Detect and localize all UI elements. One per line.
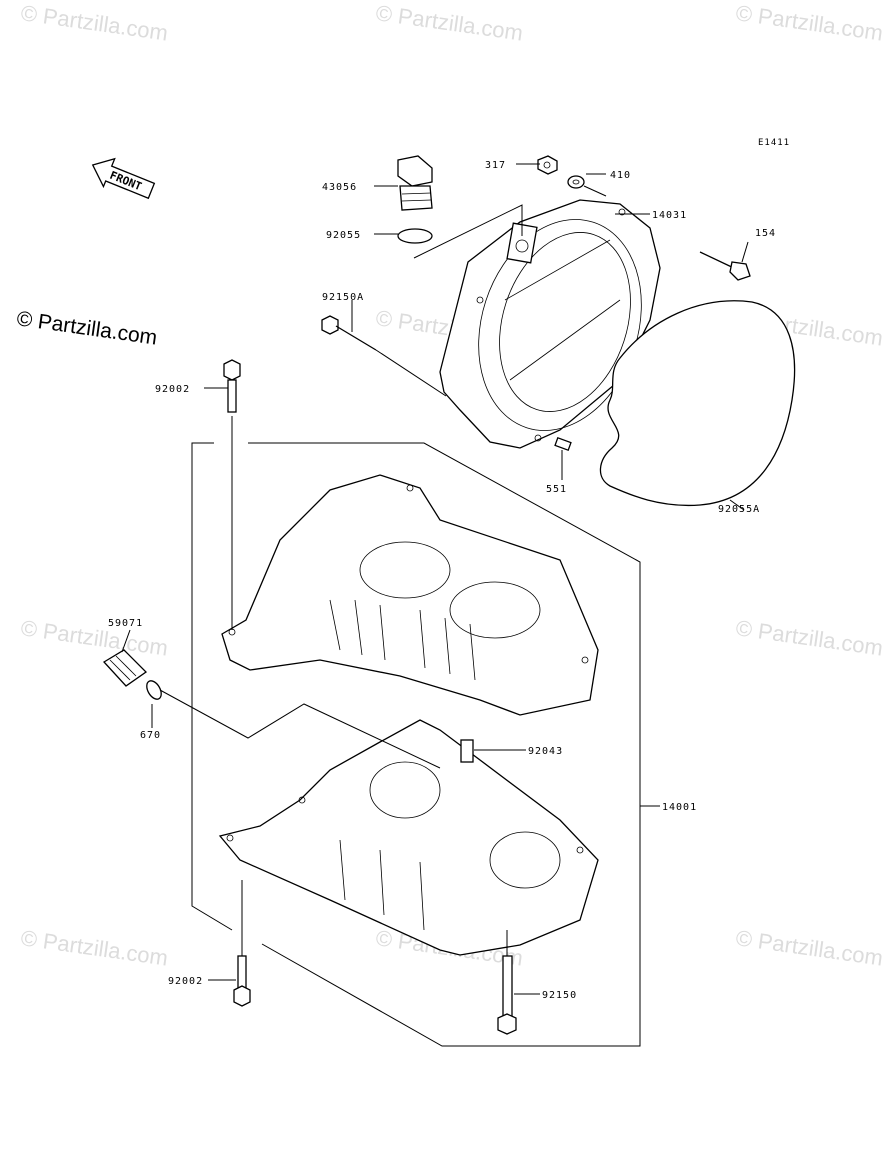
front-arrow-icon: FRONT: [91, 157, 156, 200]
watermark: © Partzilla.com: [19, 0, 169, 45]
label-14031[interactable]: 14031: [652, 210, 687, 221]
label-551[interactable]: 551: [546, 484, 567, 495]
nut-317: [537, 155, 558, 175]
label-59071[interactable]: 59071: [108, 618, 143, 629]
dowel-551: [554, 437, 572, 451]
diagram-code: E1411: [758, 138, 790, 148]
label-317[interactable]: 317: [485, 160, 506, 171]
watermark: © Partzilla.com: [19, 615, 169, 660]
dowel-92043: [460, 739, 474, 763]
label-670[interactable]: 670: [140, 730, 161, 741]
bolt-92150A: [321, 315, 377, 351]
watermark: © Partzilla.com: [734, 615, 884, 660]
bolt-92002-bottom: [233, 955, 251, 1007]
magneto-cover-14031: [439, 199, 661, 449]
watermark: © Partzilla.com: [374, 0, 524, 45]
label-92043[interactable]: 92043: [528, 746, 563, 757]
o-ring-92055: [397, 228, 433, 244]
label-410[interactable]: 410: [610, 170, 631, 181]
label-92055[interactable]: 92055: [326, 230, 361, 241]
label-14001[interactable]: 14001: [662, 802, 697, 813]
gasket-92055A: [599, 300, 796, 507]
lower-crankcase: [218, 719, 599, 956]
bolt-154: [699, 251, 751, 281]
label-154[interactable]: 154: [755, 228, 776, 239]
label-92055A[interactable]: 92055A: [718, 504, 760, 515]
o-ring-670: [146, 680, 162, 700]
bolt-92002-top: [223, 359, 241, 413]
leader-lines: [121, 163, 749, 1047]
upper-crankcase: [221, 474, 599, 716]
watermark: © Partzilla.com: [19, 925, 169, 970]
plug-59071: [102, 649, 148, 687]
label-92150[interactable]: 92150: [542, 990, 577, 1001]
label-92002-top[interactable]: 92002: [155, 384, 190, 395]
part-labels: 317 410 43056 14031 154 92055 92150A 920…: [108, 160, 776, 1001]
washer-410: [567, 175, 585, 189]
oil-cap-43056: [397, 155, 433, 211]
label-92150A[interactable]: 92150A: [322, 292, 364, 303]
label-92002-bottom[interactable]: 92002: [168, 976, 203, 987]
watermark: © Partzilla.com: [734, 0, 884, 45]
watermark: © Partzilla.com: [734, 925, 884, 970]
label-43056[interactable]: 43056: [322, 182, 357, 193]
brand-text: © Partzilla.com: [15, 307, 158, 349]
